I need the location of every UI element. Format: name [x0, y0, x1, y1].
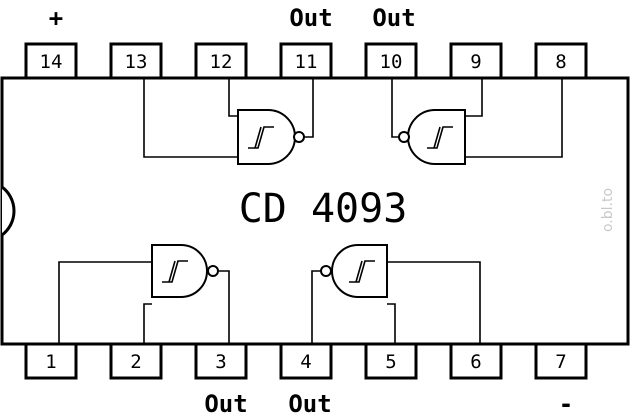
wire-pin3	[219, 270, 230, 344]
wire-pin13	[143, 78, 238, 158]
chip-title: CD 4093	[239, 186, 408, 232]
bottom-pin-numbers: 1 2 3 4 5 6 7	[45, 351, 566, 373]
wire-pin12	[228, 78, 238, 117]
wire-pin10	[391, 78, 400, 138]
pin-number: 7	[555, 351, 566, 373]
pin-number: 6	[470, 351, 481, 373]
bottom-pins	[24, 342, 588, 380]
pin-number: 14	[40, 51, 63, 73]
pin-number: 11	[295, 51, 318, 73]
out-label-pin4: Out	[288, 390, 331, 418]
wire-pin2	[143, 303, 152, 344]
pin-number: 10	[380, 51, 403, 73]
schmitt-nand-gate-c	[151, 244, 219, 298]
hysteresis-icon	[248, 126, 274, 149]
wire-pin8	[465, 78, 563, 158]
schmitt-nand-gate-b	[398, 109, 466, 165]
top-pin-numbers: 14 13 12 11 10 9 8	[40, 51, 567, 73]
pin-number: 5	[385, 351, 396, 373]
pin-number: 13	[125, 51, 148, 73]
pin-9	[449, 42, 503, 80]
pin-number: 12	[210, 51, 233, 73]
pin-number: 4	[300, 351, 311, 373]
pin-number: 3	[215, 351, 226, 373]
pin-number: 1	[45, 351, 56, 373]
pin-number: 2	[130, 351, 141, 373]
wire-pin4	[311, 270, 320, 344]
pin-6	[449, 342, 503, 380]
wire-pin9	[465, 78, 483, 117]
out-label-pin11: Out	[289, 4, 332, 32]
pin-3	[194, 342, 248, 380]
top-pins	[24, 42, 588, 80]
wire-pin6	[387, 261, 481, 344]
out-label-pin3: Out	[204, 390, 247, 418]
wire-pin1	[58, 261, 152, 344]
hysteresis-icon	[427, 126, 453, 149]
hysteresis-icon	[162, 260, 188, 283]
pin-8	[534, 42, 588, 80]
wire-pin11	[305, 78, 314, 138]
pin-number: 8	[555, 51, 566, 73]
hysteresis-icon	[349, 260, 375, 283]
schmitt-nand-gate-d	[320, 244, 388, 298]
out-label-pin10: Out	[372, 4, 415, 32]
chip-body	[0, 76, 630, 346]
pin-2	[109, 342, 163, 380]
pin-13	[109, 42, 163, 80]
pin-12	[194, 42, 248, 80]
pin-4	[279, 342, 333, 380]
pin-11	[279, 42, 333, 80]
vss-minus-label: -	[559, 390, 573, 418]
pin-number: 9	[470, 51, 481, 73]
wire-pin5	[387, 303, 396, 344]
pin-10	[364, 42, 418, 80]
pin-5	[364, 342, 418, 380]
schmitt-nand-gate-a	[237, 109, 305, 165]
pin-7	[534, 342, 588, 380]
pin-1	[24, 342, 78, 380]
wiring	[58, 78, 563, 344]
pin-14	[24, 42, 78, 80]
chip-notch	[1, 185, 16, 237]
vdd-plus-label: +	[49, 4, 63, 32]
watermark-text: o.bl.to	[600, 188, 616, 232]
